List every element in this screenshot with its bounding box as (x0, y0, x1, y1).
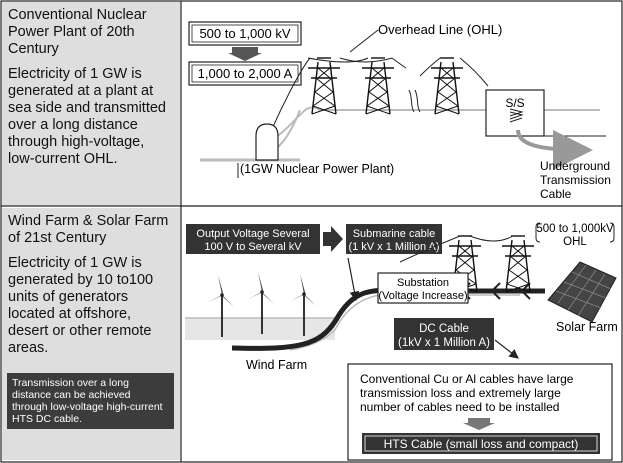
transmission-tower-1 (307, 57, 341, 115)
sea-surface (185, 318, 335, 340)
nuclear-description: Electricity of 1 GW is generated at a pl… (8, 66, 166, 167)
transmission-tower-2 (361, 57, 395, 115)
substation-box: Substation (Voltage Increase) (377, 272, 469, 304)
cable-label-line-1: Underground (540, 159, 610, 173)
renewable-description: Electricity of 1 GW is generated by 10 t… (8, 255, 154, 356)
conventional-cable-note: Conventional Cu or Al cables have large … (347, 363, 613, 461)
ohl-bracket-label: 500 to 1,000kV OHL (535, 222, 615, 248)
dc-cable-box: DC Cable (1kV x 1 Million A) (394, 318, 494, 350)
renewable-title: Wind Farm & Solar Farm of 21st Century (8, 213, 169, 246)
submarine-line-1: Submarine cable (353, 228, 436, 240)
cable-label-line-3: Cable (540, 187, 572, 201)
down-arrow-icon-2 (463, 418, 495, 430)
substation-line-2: (Voltage Increase) (378, 290, 467, 302)
conventional-line-3: number of cables need to be installed (360, 400, 559, 414)
nuclear-title: Conventional Nuclear Power Plant of 20th… (8, 7, 147, 57)
output-line-1: Output Voltage Several (196, 228, 309, 240)
dc-cable-pointer (494, 339, 519, 359)
ohl-label: Overhead Line (OHL) (378, 22, 502, 37)
dc-cable-line-1: DC Cable (419, 323, 469, 335)
hts-transmission-note: Transmission over a long distance can be… (7, 373, 174, 429)
substation-line-1: Substation (397, 277, 449, 289)
wind-farm-label: Wind Farm (246, 358, 307, 372)
submarine-line-2: (1 kV x 1 Million A) (348, 241, 439, 253)
conventional-line-1: Conventional Cu or Al cables have large (360, 372, 574, 386)
conventional-line-2: transmission loss and extremely large (360, 386, 561, 400)
current-box: 1,000 to 2,000 A (188, 61, 302, 86)
ground-line-right (274, 106, 600, 139)
renewable-panel-text: Wind Farm & Solar Farm of 21st Century E… (2, 208, 180, 460)
transmission-tower-3 (430, 57, 464, 115)
output-line-2: 100 V to Several kV (204, 241, 302, 253)
output-voltage-box: Output Voltage Several 100 V to Several … (186, 224, 320, 254)
current-text: 1,000 to 2,000 A (198, 66, 293, 81)
ohl-pointer (349, 29, 379, 53)
underground-cable-arrow (516, 129, 593, 170)
ohl-bracket-line-1: 500 to 1,000kV (536, 223, 614, 235)
dc-cable-line-2: (1kV x 1 Million A) (398, 337, 490, 349)
substation-icon (485, 89, 606, 137)
submarine-cable-box: Submarine cable (1 kV x 1 Million A) (346, 224, 442, 254)
submarine-pointer (347, 257, 360, 302)
voltage-box: 500 to 1,000 kV (188, 21, 302, 46)
solar-panel-icon (547, 261, 617, 323)
down-arrow-icon (228, 47, 262, 61)
hts-dc-cable (231, 287, 545, 351)
ohl-bracket-line-2: OHL (563, 236, 587, 248)
right-arrow-icon (323, 226, 343, 252)
break-marks (408, 89, 421, 113)
nuclear-panel-text: Conventional Nuclear Power Plant of 20th… (2, 2, 180, 205)
voltage-text: 500 to 1,000 kV (199, 26, 290, 41)
cable-label-line-2: Transmission (540, 173, 611, 187)
nuclear-plant-label: (1GW Nuclear Power Plant) (240, 162, 394, 176)
transmission-tower-5 (501, 235, 535, 293)
nuclear-plant-icon (255, 123, 279, 161)
hts-cable-label: HTS Cable (small loss and compact) (384, 437, 579, 451)
solar-farm-label: Solar Farm (556, 320, 618, 334)
substation-label: S/S (505, 96, 524, 110)
land-line (289, 294, 520, 351)
